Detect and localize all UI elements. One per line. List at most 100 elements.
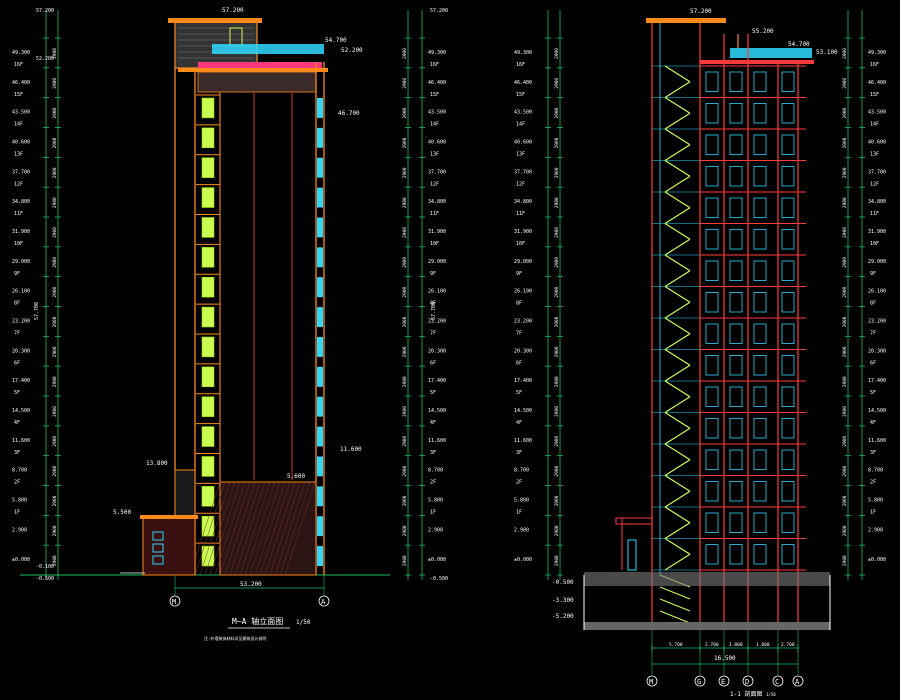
floor-tag: 12F [14, 181, 23, 187]
axis-label-a: A [321, 598, 326, 606]
dim-segment-label: 2900 [554, 555, 560, 566]
section-window [705, 512, 719, 533]
stair-flight [664, 553, 691, 571]
elevation-label: 20.300 [514, 348, 532, 354]
floor-tag: 8F [870, 301, 876, 307]
section-window [705, 544, 719, 565]
dim-segment-label: 2900 [402, 465, 408, 476]
floor-tag: 4F [14, 420, 20, 426]
elevation-label: 8.700 [514, 468, 529, 474]
dim-segment-label: 2900 [52, 525, 58, 536]
section-window [753, 166, 767, 187]
section-roof-band [700, 60, 814, 64]
dim-segment-label: 2900 [842, 465, 848, 476]
stair-flight [664, 380, 691, 398]
window-cyan [317, 307, 323, 327]
section-bottom-dim: 2.700 [781, 642, 795, 648]
window-column-cyan [317, 98, 323, 566]
dim-segment-label: 2900 [554, 257, 560, 268]
elevation-label: 40.600 [514, 140, 532, 146]
section-window [729, 386, 743, 407]
dim-segment-label: 2900 [402, 48, 408, 59]
elevation-label: 29.000 [12, 259, 30, 265]
hatch-line [204, 481, 236, 576]
section-window [729, 418, 743, 439]
section-window [729, 166, 743, 187]
right-section: 49.30016F46.40015F43.50014F40.60013F37.7… [514, 8, 886, 698]
section-base-1: -0.500 [552, 579, 574, 586]
floor-tag: 7F [14, 331, 20, 337]
window-green [201, 97, 215, 119]
dim-segment-label: 2900 [52, 197, 58, 208]
floor-tag: 2F [870, 480, 876, 486]
floor-tag: 11F [870, 211, 879, 217]
dim-segment-label: 2900 [842, 257, 848, 268]
section-base-3: -5.200 [552, 613, 574, 620]
elevation-label: 2.900 [868, 527, 883, 533]
dim-segment-label: 2900 [842, 48, 848, 59]
hatch-line [259, 481, 291, 576]
window-cyan [317, 247, 323, 268]
dim-segment-label: 2900 [52, 286, 58, 297]
elevation-label: 29.000 [428, 259, 446, 265]
elev-parapet: 54.700 [325, 37, 347, 44]
section-window [729, 197, 743, 218]
dim-segment-label: 2900 [52, 406, 58, 417]
window-cyan [317, 486, 323, 507]
right-dimension-chain-inner: 2900290029002900290029002900290029002900… [402, 10, 411, 580]
floor-tag: 16F [516, 62, 525, 68]
stair-flight [664, 96, 691, 114]
elevation-label: 20.300 [868, 348, 886, 354]
axis-label-a: A [795, 678, 800, 686]
floor-tag: 16F [430, 62, 439, 68]
section-window [781, 197, 795, 218]
elevation-label: 26.100 [12, 289, 30, 295]
floor-tag: 1F [870, 510, 876, 516]
floor-tag: 6F [14, 360, 20, 366]
floor-tag: 1F [430, 510, 436, 516]
dim-segment-label: 2900 [554, 286, 560, 297]
total-height-dim: 57.700 [34, 302, 40, 320]
hatch-line [209, 481, 241, 576]
elevation-note: 注:外墙装饰材料详见建筑设计说明 [204, 635, 266, 641]
attic-hatch-block [197, 71, 317, 93]
elevation-label: 46.400 [868, 80, 886, 86]
section-roof-slab [646, 18, 726, 23]
section-bottom-dim: 5.700 [669, 642, 683, 648]
window-green [201, 366, 215, 388]
elevation-label: 26.100 [428, 289, 446, 295]
elevation-label: 5.800 [868, 498, 883, 504]
elevation-label: 2.900 [514, 527, 529, 533]
dim-segment-label: 2900 [52, 167, 58, 178]
section-window [753, 544, 767, 565]
elevation-scale: 1/50 [296, 619, 311, 626]
section-window [781, 449, 795, 470]
floor-tag: 14F [516, 122, 525, 128]
dim-segment-label: 2900 [842, 406, 848, 417]
floor-tag: 11F [14, 211, 23, 217]
dim-segment-label: 2900 [52, 107, 58, 118]
floor-tag: 1F [516, 510, 522, 516]
window-green [201, 157, 215, 178]
floor-tag: 1F [14, 510, 20, 516]
section-window [729, 481, 743, 502]
hatch-line [249, 481, 281, 576]
stair-flight [664, 270, 691, 288]
section-stair-flights [659, 65, 691, 624]
section-window [781, 292, 795, 313]
stair-flight [664, 364, 691, 382]
section-window [753, 260, 767, 281]
section-window [753, 292, 767, 313]
elevation-label: 37.700 [428, 169, 446, 175]
section-window [729, 355, 743, 376]
stair-flight [664, 285, 691, 303]
dim-segment-label: 2900 [52, 316, 58, 327]
section-window [729, 260, 743, 281]
elevation-label: 20.300 [12, 348, 30, 354]
floor-tag: 3F [430, 450, 436, 456]
right-dimension-chain-outer: 49.30016F46.40015F43.50014F40.60013F37.7… [419, 8, 448, 582]
elevation-label: 40.600 [428, 140, 446, 146]
section-window [705, 197, 719, 218]
stair-flight [664, 317, 691, 335]
section-window [705, 449, 719, 470]
